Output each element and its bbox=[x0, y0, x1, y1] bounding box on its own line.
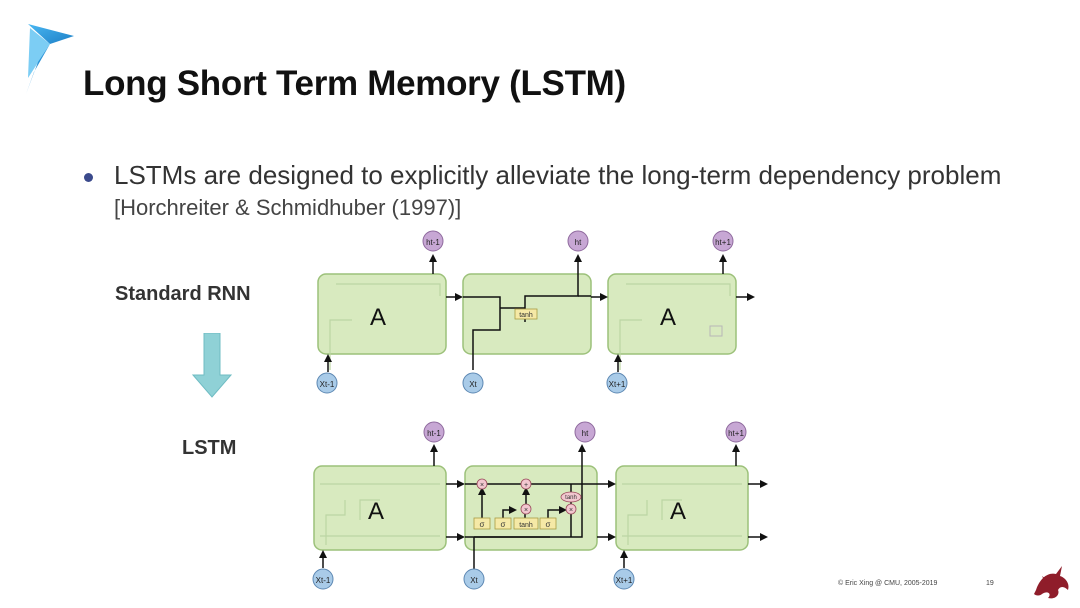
rnn-cell-3 bbox=[607, 273, 737, 355]
lstm-op-label-4: × bbox=[569, 507, 573, 514]
lstm-op-forget bbox=[476, 478, 488, 490]
rnn-tanh-label: tanh bbox=[519, 312, 533, 319]
lstm-gate-1 bbox=[473, 517, 491, 530]
lstm-cell-1 bbox=[313, 465, 447, 551]
lstm-output-label-3: ht+1 bbox=[728, 429, 744, 438]
lstm-gate-4 bbox=[539, 517, 557, 530]
lstm-row: A A × bbox=[312, 421, 768, 590]
rnn-output-node-3 bbox=[712, 230, 734, 252]
rnn-output-node-1 bbox=[422, 230, 444, 252]
lstm-gate-label-3: tanh bbox=[519, 522, 533, 529]
lstm-gate-2 bbox=[494, 517, 512, 530]
lstm-op-input bbox=[520, 503, 532, 515]
lstm-output-node-3 bbox=[725, 421, 747, 443]
logo-icon bbox=[26, 24, 74, 94]
lstm-input-label-2: Xt bbox=[470, 576, 478, 585]
rnn-output-label-3: ht+1 bbox=[715, 238, 731, 247]
faded-cell-icon bbox=[709, 325, 723, 337]
rnn-cell-1-label: A bbox=[370, 304, 386, 331]
bullet-dot bbox=[84, 173, 93, 182]
lstm-cell-tanh-label: tanh bbox=[565, 495, 577, 501]
rnn-input-label-3: Xt+1 bbox=[609, 380, 626, 389]
rnn-input-node-1 bbox=[316, 372, 338, 394]
lstm-output-label-2: ht bbox=[582, 429, 589, 438]
lstm-gate-label-2: σ bbox=[501, 520, 506, 529]
rnn-cell-3-label: A bbox=[660, 304, 676, 331]
bullet-item: LSTMs are designed to explicitly allevia… bbox=[84, 160, 1004, 223]
lstm-op-add bbox=[520, 478, 532, 490]
lstm-input-node-2 bbox=[463, 568, 485, 590]
label-standard-rnn: Standard RNN bbox=[115, 283, 251, 305]
lstm-input-label-1: Xt-1 bbox=[316, 576, 331, 585]
lstm-gate-3 bbox=[513, 517, 539, 530]
lstm-input-node-1 bbox=[312, 568, 334, 590]
lstm-op-output bbox=[565, 503, 577, 515]
lstm-output-node-1 bbox=[423, 421, 445, 443]
rnn-output-node-2 bbox=[567, 230, 589, 252]
rnn-input-label-2: Xt bbox=[469, 380, 477, 389]
footer-copyright: © Eric Xing @ CMU, 2005-2019 bbox=[838, 580, 938, 587]
rnn-output-label-1: ht-1 bbox=[426, 238, 440, 247]
lstm-cell-3 bbox=[615, 465, 749, 551]
slide-title: Long Short Term Memory (LSTM) bbox=[83, 64, 626, 103]
lstm-gate-label-4: σ bbox=[546, 520, 551, 529]
rnn-input-node-3 bbox=[606, 372, 628, 394]
lstm-cell-3-label: A bbox=[670, 498, 686, 525]
bullet-citation: [Horchreiter & Schmidhuber (1997)] bbox=[114, 195, 462, 220]
lstm-cell-tanh bbox=[560, 491, 582, 503]
down-arrow-icon bbox=[192, 333, 232, 398]
rnn-row: A A tanh ht-1 ht ht+1 bbox=[316, 230, 755, 394]
lstm-input-node-3 bbox=[613, 568, 635, 590]
bullet-main-text: LSTMs are designed to explicitly allevia… bbox=[114, 160, 1002, 190]
lstm-op-label-2: + bbox=[524, 482, 528, 489]
lstm-output-node-2 bbox=[574, 421, 596, 443]
rnn-cell-1 bbox=[317, 273, 447, 355]
lstm-cell-1-label: A bbox=[368, 498, 384, 525]
lstm-op-label-3: × bbox=[524, 507, 528, 514]
dragon-logo-icon bbox=[1034, 566, 1069, 599]
rnn-tanh-box bbox=[514, 308, 538, 320]
rnn-input-label-1: Xt-1 bbox=[320, 380, 335, 389]
rnn-input-node-2 bbox=[462, 372, 484, 394]
lstm-gate-label-1: σ bbox=[480, 520, 485, 529]
lstm-output-label-1: ht-1 bbox=[427, 429, 441, 438]
label-lstm: LSTM bbox=[182, 437, 237, 459]
lstm-input-label-3: Xt+1 bbox=[616, 576, 633, 585]
lstm-op-label-1: × bbox=[480, 482, 484, 489]
page-number: 19 bbox=[986, 580, 994, 587]
rnn-output-label-2: ht bbox=[575, 238, 582, 247]
bullet-text: LSTMs are designed to explicitly allevia… bbox=[114, 160, 1004, 223]
